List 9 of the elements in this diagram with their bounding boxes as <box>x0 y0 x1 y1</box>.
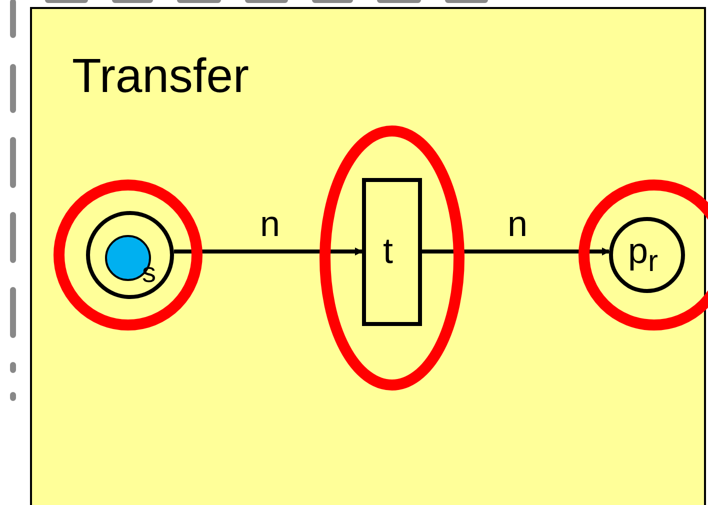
place-label: p$_{r}$ <box>628 233 658 278</box>
arrow <box>174 248 363 256</box>
place-circle <box>609 217 685 293</box>
place-circle <box>86 211 174 299</box>
panel <box>30 7 706 505</box>
arrow <box>422 248 610 256</box>
heading: Transfer <box>72 53 249 101</box>
transition-box <box>362 178 422 326</box>
transition-label: t <box>383 233 394 269</box>
